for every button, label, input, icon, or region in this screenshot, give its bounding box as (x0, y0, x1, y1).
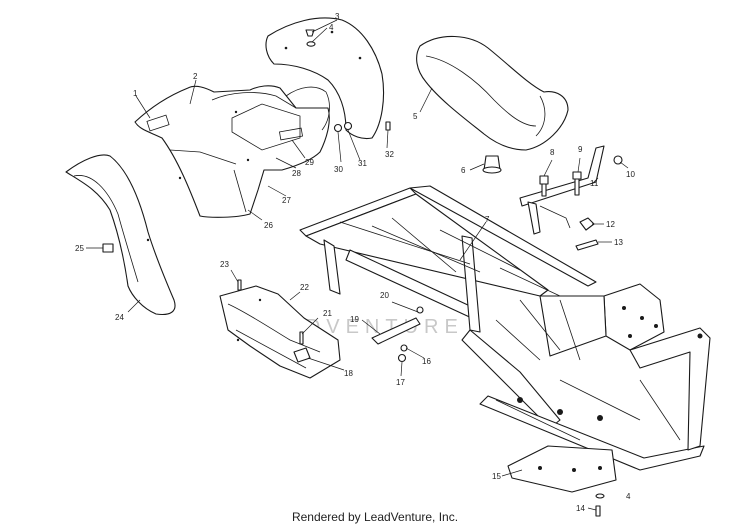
grommet-part-30[interactable] (333, 123, 343, 133)
callout-10: 10 (626, 170, 635, 179)
callout-7: 7 (485, 215, 490, 224)
callout-32: 32 (385, 150, 394, 159)
skid-plate-part-15[interactable] (507, 445, 617, 493)
callout-2: 2 (193, 72, 198, 81)
callout-20: 20 (380, 291, 389, 300)
callout-21: 21 (323, 309, 332, 318)
nut-part-17[interactable] (397, 353, 407, 363)
credit-text: Rendered by LeadVenture, Inc. (291, 510, 459, 524)
leader-lines (86, 19, 629, 511)
seat-bumper-part-6[interactable] (482, 155, 502, 174)
callout-3: 3 (335, 12, 340, 21)
seat-part-5[interactable] (416, 35, 569, 151)
fender-flare-part-24[interactable] (65, 154, 176, 316)
callout-24: 24 (115, 313, 124, 322)
callout-25: 25 (75, 244, 84, 253)
footwell-part-22[interactable] (219, 285, 341, 379)
fastener-part-9[interactable] (572, 171, 582, 196)
callout-14: 14 (576, 504, 585, 513)
callout-16: 16 (422, 357, 431, 366)
nut-part-31[interactable] (343, 121, 353, 131)
callout-labels: 1 2 3 4 5 6 7 8 9 10 11 12 13 14 15 16 1… (75, 12, 635, 513)
callout-26: 26 (264, 221, 273, 230)
washer-part-4-upper[interactable] (306, 41, 316, 47)
callout-8: 8 (550, 148, 555, 157)
callout-29: 29 (305, 158, 314, 167)
rear-fender-part-2[interactable] (134, 17, 385, 218)
rack-bracket-part-11[interactable] (519, 145, 605, 235)
nut-part-12[interactable] (579, 217, 595, 231)
callout-31: 31 (358, 159, 367, 168)
callout-27: 27 (282, 196, 291, 205)
callout-19: 19 (350, 315, 359, 324)
clip-part-25[interactable] (102, 243, 114, 253)
screw-part-23[interactable] (237, 279, 242, 291)
callout-17: 17 (396, 378, 405, 387)
bolt-part-14[interactable] (595, 505, 601, 517)
screw-part-21[interactable] (299, 331, 304, 345)
screw-part-32[interactable] (385, 121, 391, 131)
callout-15: 15 (492, 472, 501, 481)
callout-23: 23 (220, 260, 229, 269)
bolt-part-20[interactable] (416, 306, 424, 314)
callout-30: 30 (334, 165, 343, 174)
screw-part-3[interactable] (305, 29, 315, 37)
callout-6: 6 (461, 166, 466, 175)
callout-11: 11 (590, 179, 599, 188)
pin-part-13[interactable] (575, 239, 599, 251)
callout-4-upper: 4 (329, 23, 334, 32)
callout-4-lower: 4 (626, 492, 631, 501)
callout-9: 9 (578, 145, 583, 154)
callout-18: 18 (344, 369, 353, 378)
washer-part-4-lower[interactable] (595, 493, 605, 499)
callout-5: 5 (413, 112, 418, 121)
main-frame-part-7[interactable] (299, 185, 711, 471)
callout-13: 13 (614, 238, 623, 247)
callout-12: 12 (606, 220, 615, 229)
washer-part-16[interactable] (400, 344, 408, 352)
callout-28: 28 (292, 169, 301, 178)
callout-22: 22 (300, 283, 309, 292)
strap-part-19[interactable] (371, 317, 421, 345)
callout-1: 1 (133, 89, 138, 98)
bracket-part-18[interactable] (293, 347, 311, 363)
